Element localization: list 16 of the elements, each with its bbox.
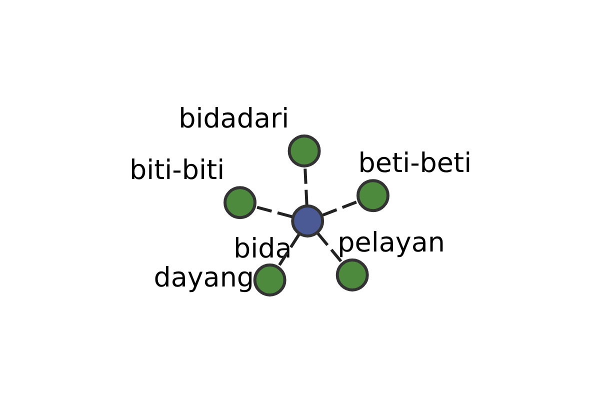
connector [316,232,344,264]
connector [303,166,308,204]
node-label: bidadari [178,103,289,134]
node-circle [290,204,324,237]
node-circle [252,263,286,296]
node-circle [223,186,256,219]
connector [276,233,300,268]
node-label: beti-beti [358,148,472,179]
node-label: bida [233,233,292,264]
node-circle [287,134,320,167]
node-label: pelayan [337,227,444,258]
node-circle [335,258,368,291]
node-label: biti-biti [129,154,224,186]
connector [322,199,359,216]
node-label: dayang [153,262,254,294]
node-circle [356,178,389,212]
